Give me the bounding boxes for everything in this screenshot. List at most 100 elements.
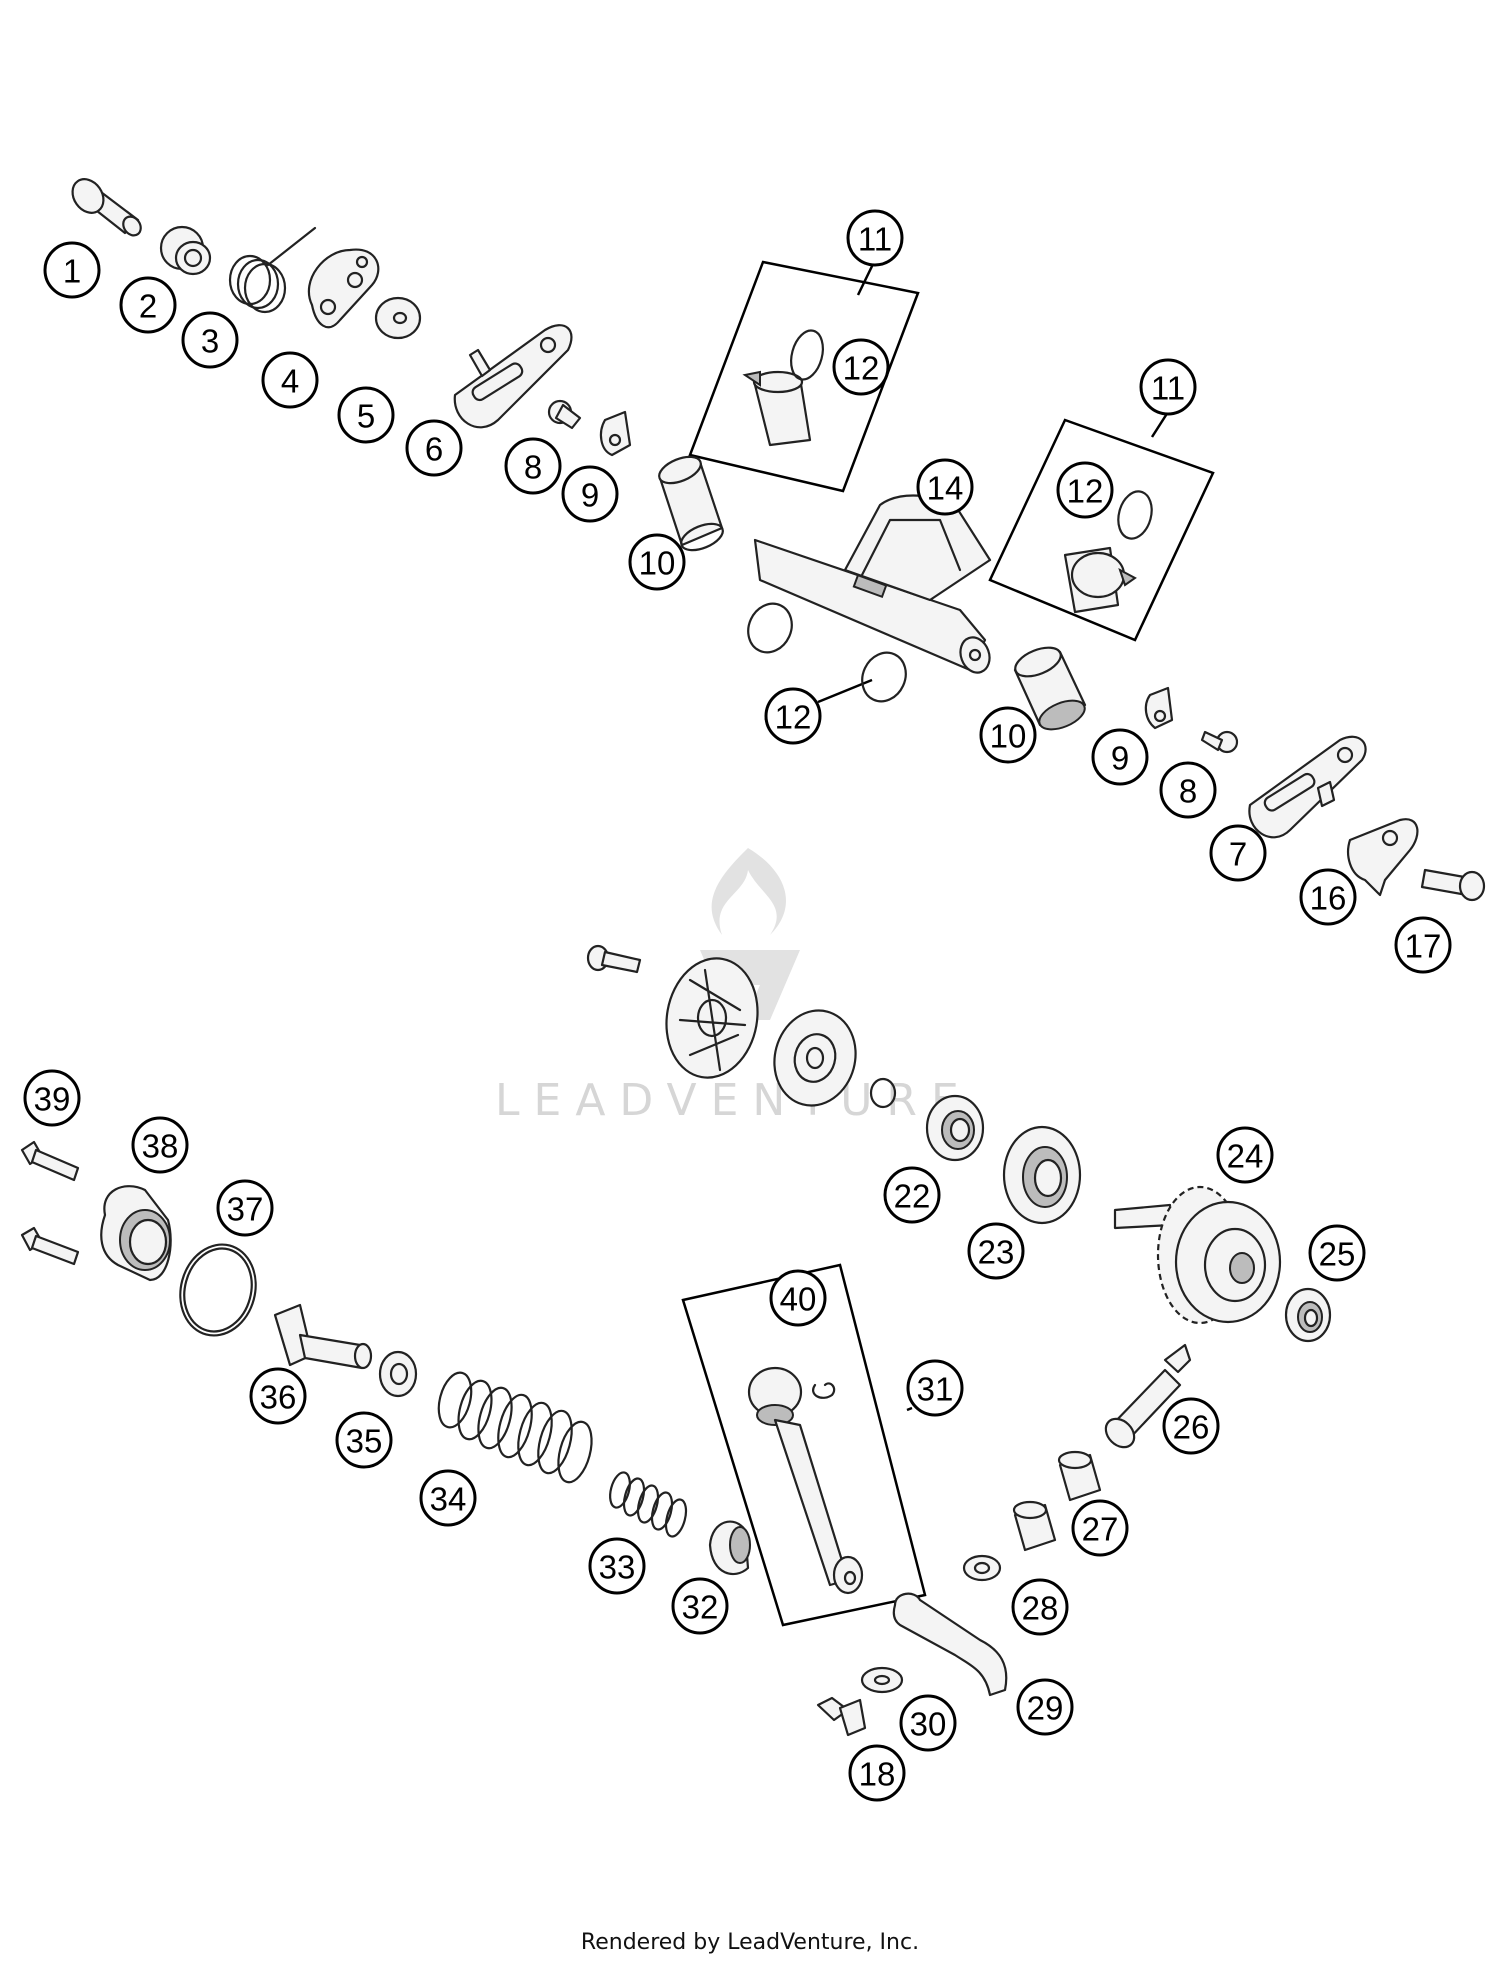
callout-5[interactable]: 5 (337, 386, 395, 444)
footer-credit: Rendered by LeadVenture, Inc. (580, 1930, 920, 1955)
callout-circle (119, 276, 177, 334)
part-27-bushings (1012, 1450, 1102, 1552)
callout-27[interactable]: 27 (1071, 1499, 1129, 1557)
callout-circle (883, 1166, 941, 1224)
callout-circle (906, 1359, 964, 1417)
callout-31[interactable]: 31 (906, 1359, 964, 1417)
callout-circle (769, 1269, 827, 1327)
callout-4[interactable]: 4 (261, 351, 319, 409)
callout-circle (261, 351, 319, 409)
callout-label: 27 (1082, 1511, 1119, 1548)
callout-circle (1299, 868, 1357, 926)
callout-17[interactable]: 17 (1394, 916, 1452, 974)
part-7-lever (1248, 735, 1367, 839)
part-12-ring-right (861, 651, 907, 703)
callout-12[interactable]: 12 (764, 687, 822, 745)
leader-lines (764, 259, 1170, 1412)
part-23-bearing (1002, 1125, 1082, 1225)
callout-9[interactable]: 9 (1091, 728, 1149, 786)
callout-label: 33 (599, 1549, 636, 1586)
part-32-stop (708, 1520, 751, 1576)
callout-24[interactable]: 24 (1216, 1126, 1274, 1184)
part-2-bushing (159, 225, 212, 276)
callout-8[interactable]: 8 (1159, 761, 1217, 819)
callout-circle (181, 311, 239, 369)
callout-9[interactable]: 9 (561, 465, 619, 523)
callout-circle (1308, 1224, 1366, 1282)
callout-34[interactable]: 34 (419, 1469, 477, 1527)
part-36-shaft (273, 1303, 373, 1370)
callout-circle (848, 1744, 906, 1802)
callout-circle (1071, 1499, 1129, 1557)
callout-32[interactable]: 32 (671, 1577, 729, 1635)
callout-29[interactable]: 29 (1016, 1678, 1074, 1736)
callout-circle (405, 419, 463, 477)
callout-label: 14 (927, 470, 964, 507)
callout-23[interactable]: 23 (967, 1222, 1025, 1280)
callout-35[interactable]: 35 (335, 1411, 393, 1469)
callout-label: 5 (357, 398, 375, 435)
callout-label: 28 (1022, 1590, 1059, 1627)
callout-40[interactable]: 40 (769, 1269, 827, 1327)
callout-circle (628, 533, 686, 591)
callout-11[interactable]: 11 (1139, 358, 1197, 416)
callout-label: 12 (1067, 473, 1104, 510)
callout-26[interactable]: 26 (1162, 1397, 1220, 1455)
callout-circle (216, 1179, 274, 1237)
callout-label: 24 (1227, 1138, 1264, 1175)
callout-label: 9 (581, 477, 599, 514)
callout-36[interactable]: 36 (249, 1367, 307, 1425)
part-10-sleeve-top (658, 455, 724, 552)
callout-3[interactable]: 3 (181, 311, 239, 369)
callout-6[interactable]: 6 (405, 419, 463, 477)
callout-label: 16 (1310, 880, 1347, 917)
callout-circle (1162, 1397, 1220, 1455)
callout-circle (337, 386, 395, 444)
callout-label: 8 (1179, 773, 1197, 810)
part-14-shaft (753, 494, 992, 674)
callout-label: 22 (894, 1178, 931, 1215)
callout-11[interactable]: 11 (846, 209, 904, 267)
callout-30[interactable]: 30 (899, 1694, 957, 1752)
callout-18[interactable]: 18 (848, 1744, 906, 1802)
callout-2[interactable]: 2 (119, 276, 177, 334)
callout-8[interactable]: 8 (504, 437, 562, 495)
callout-circle (419, 1469, 477, 1527)
callout-37[interactable]: 37 (216, 1179, 274, 1237)
callout-circle (1209, 824, 1267, 882)
callout-10[interactable]: 10 (979, 706, 1037, 764)
callout-label: 8 (524, 449, 542, 486)
callout-33[interactable]: 33 (588, 1537, 646, 1595)
callout-label: 3 (201, 323, 219, 360)
callout-16[interactable]: 16 (1299, 868, 1357, 926)
callout-10[interactable]: 10 (628, 533, 686, 591)
part-impeller-bolt (586, 944, 642, 974)
callout-label: 38 (142, 1128, 179, 1165)
callout-1[interactable]: 1 (43, 241, 101, 299)
callout-39[interactable]: 39 (23, 1069, 81, 1127)
callout-25[interactable]: 25 (1308, 1224, 1366, 1282)
callout-28[interactable]: 28 (1011, 1578, 1069, 1636)
callout-circle (832, 338, 890, 396)
part-24-gear (1113, 1185, 1282, 1325)
callout-7[interactable]: 7 (1209, 824, 1267, 882)
part-impeller (665, 957, 759, 1079)
part-18-bolt (816, 1696, 867, 1737)
part-12-ring-left (747, 602, 793, 654)
callout-22[interactable]: 22 (883, 1166, 941, 1224)
callout-circle (561, 465, 619, 523)
callout-14[interactable]: 14 (916, 458, 974, 516)
callout-circle (1091, 728, 1149, 786)
part-pump-seal-disc (773, 1009, 857, 1107)
part-29-kick-lever (892, 1592, 1008, 1697)
part-33-spring (609, 1471, 688, 1538)
callout-12[interactable]: 12 (832, 338, 890, 396)
callout-12[interactable]: 12 (1056, 461, 1114, 519)
part-39-bolts (20, 1140, 80, 1266)
callout-label: 30 (910, 1706, 947, 1743)
part-5-washer (374, 296, 422, 340)
callout-38[interactable]: 38 (131, 1116, 189, 1174)
callout-circle (23, 1069, 81, 1127)
